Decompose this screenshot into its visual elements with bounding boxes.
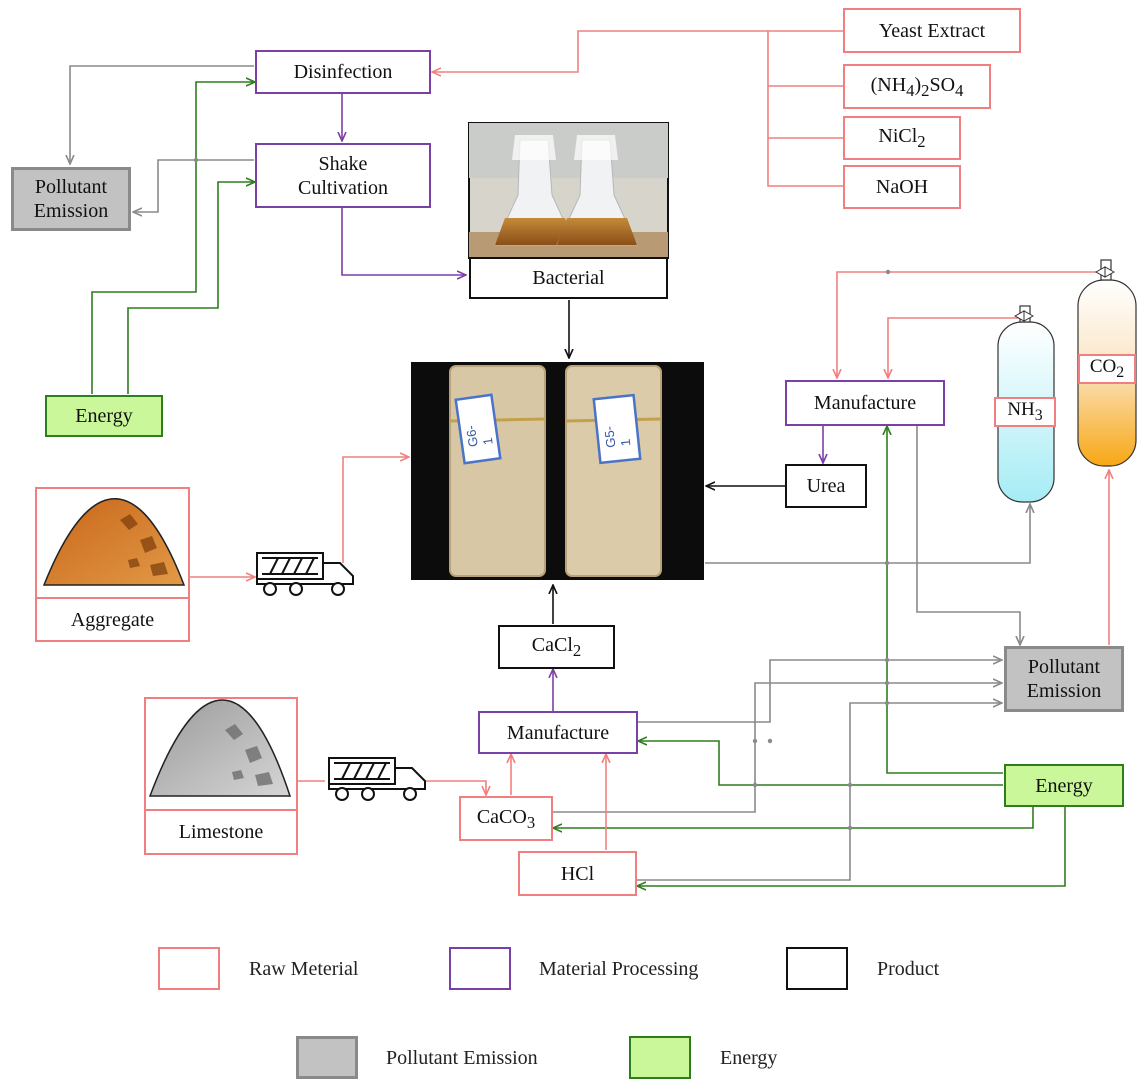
limestone-divider [144, 809, 298, 811]
energy-top-box: Energy [45, 395, 163, 437]
manufacture-urea-box: Manufacture [785, 380, 945, 426]
reagent-connectors [432, 30, 843, 187]
aggregate-label: Aggregate [70, 608, 155, 631]
limestone-label-cell: Limestone [146, 811, 296, 853]
aggregate-pile-icon [42, 498, 186, 586]
nickel-chloride-box: NiCl2 [843, 116, 961, 160]
cacl2-box: CaCl2 [498, 625, 615, 669]
limestone-pile-icon [148, 699, 292, 797]
product-arrows [553, 300, 785, 624]
aggregate-frame [35, 487, 190, 642]
specimen-label-2: G5-1 [601, 425, 634, 449]
disinfection-label: Disinfection [293, 61, 393, 83]
process-arrows [342, 93, 823, 711]
energy-lines [91, 82, 1066, 886]
pollutant-emission-top-box: Pollutant Emission [11, 167, 131, 231]
co2-label-box: CO2 [1078, 354, 1136, 384]
junction-dots [193, 157, 891, 831]
limestone-label: Limestone [178, 821, 264, 843]
bacterial-box: Bacterial [469, 257, 668, 299]
legend-product-swatch [786, 947, 848, 990]
legend-energy-label: Energy [720, 1047, 778, 1069]
caco3-box: CaCO3 [459, 796, 553, 841]
hcl-box: HCl [518, 851, 637, 896]
nh3-label: NH3 [1007, 398, 1043, 424]
yeast-extract-box: Yeast Extract [843, 8, 1021, 53]
yeast-extract-label: Yeast Extract [878, 19, 986, 42]
aggregate-divider [35, 597, 190, 599]
energy-right-box: Energy [1004, 764, 1124, 807]
pollutant-emission-right-box: Pollutant Emission [1004, 646, 1124, 712]
cacl2-label: CaCl2 [531, 634, 582, 660]
nickel-chloride-label: NiCl2 [878, 125, 926, 151]
sodium-hydroxide-label: NaOH [875, 176, 929, 198]
concrete-specimen-photo [411, 362, 704, 580]
legend-product-label: Product [877, 958, 940, 980]
sodium-hydroxide-box: NaOH [843, 165, 961, 209]
specimen-label-1: G6-1 [462, 424, 496, 448]
disinfection-box: Disinfection [255, 50, 431, 94]
legend-processing-label: Material Processing [539, 958, 699, 980]
shake-cultivation-label: Shake Cultivation [298, 152, 388, 199]
manufacture-urea-label: Manufacture [813, 392, 917, 414]
nh3-label-box: NH3 [994, 397, 1056, 427]
material-flows [190, 271, 1109, 850]
truck-icon [256, 552, 354, 596]
co2-label: CO2 [1089, 355, 1125, 381]
manufacture-cacl2-box: Manufacture [478, 711, 638, 754]
urea-label: Urea [806, 475, 846, 497]
legend-processing-swatch [449, 947, 511, 990]
manufacture-cacl2-label: Manufacture [506, 721, 610, 744]
energy-top-label: Energy [75, 405, 133, 427]
pollutant-lines [70, 65, 1030, 881]
legend-pollutant-swatch [296, 1036, 358, 1079]
pollutant-emission-right-label: Pollutant Emission [1026, 656, 1102, 702]
ammonium-sulfate-label: (NH4)2SO4 [870, 73, 964, 100]
legend-energy-swatch [629, 1036, 691, 1079]
ammonium-sulfate-box: (NH4)2SO4 [843, 64, 991, 109]
caco3-label: CaCO3 [476, 805, 536, 832]
truck-icon [328, 757, 426, 801]
energy-right-label: Energy [1035, 774, 1093, 797]
pollutant-emission-top-label: Pollutant Emission [33, 176, 109, 222]
limestone-frame [144, 697, 298, 855]
bacteria-flask-photo [468, 122, 669, 259]
hcl-label: HCl [560, 862, 595, 885]
aggregate-label-cell: Aggregate [37, 599, 188, 640]
legend-raw-swatch [158, 947, 220, 990]
urea-box: Urea [785, 464, 867, 508]
legend-pollutant-label: Pollutant Emission [386, 1047, 538, 1069]
legend-raw-label: Raw Meterial [249, 958, 359, 980]
shake-cultivation-box: Shake Cultivation [255, 143, 431, 208]
bacterial-label: Bacterial [532, 267, 605, 289]
